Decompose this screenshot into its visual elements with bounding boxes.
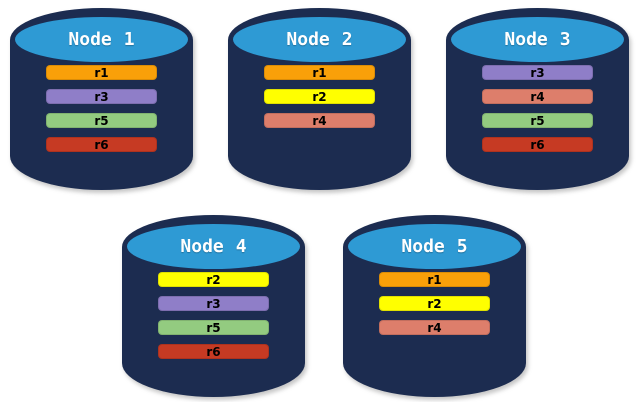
replica-label: r4 bbox=[530, 89, 545, 104]
replica-list: r1 r3 r5 r6 bbox=[46, 65, 157, 161]
replica-label: r6 bbox=[206, 344, 221, 359]
node-title-number: 3 bbox=[559, 28, 571, 50]
replica-list: r1 r2 r4 bbox=[379, 272, 490, 344]
replica-bar-r1: r1 bbox=[264, 65, 375, 80]
replica-label: r5 bbox=[94, 113, 109, 128]
cylinder-top-face: Node 4 bbox=[127, 224, 300, 269]
replica-bar-r1: r1 bbox=[379, 272, 490, 287]
node-title: Node 3 bbox=[504, 28, 571, 50]
replica-label: r3 bbox=[94, 89, 109, 104]
db-node-1: Node 1 r1 r3 r5 r6 bbox=[10, 8, 193, 190]
db-node-4: Node 4 r2 r3 r5 r6 bbox=[122, 215, 305, 397]
node-title-name: Node bbox=[504, 28, 548, 50]
node-title-name: Node bbox=[286, 28, 330, 50]
replica-label: r1 bbox=[427, 272, 442, 287]
cylinder-top-face: Node 3 bbox=[451, 17, 624, 62]
node-title-number: 5 bbox=[456, 235, 468, 257]
cylinder-top-face: Node 1 bbox=[15, 17, 188, 62]
replica-bar-r4: r4 bbox=[482, 89, 593, 104]
db-node-5: Node 5 r1 r2 r4 bbox=[343, 215, 526, 397]
replica-bar-r3: r3 bbox=[482, 65, 593, 80]
node-title-name: Node bbox=[180, 235, 224, 257]
replica-bar-r1: r1 bbox=[46, 65, 157, 80]
replica-list: r2 r3 r5 r6 bbox=[158, 272, 269, 368]
replica-label: r3 bbox=[530, 65, 545, 80]
db-node-2: Node 2 r1 r2 r4 bbox=[228, 8, 411, 190]
replica-label: r4 bbox=[312, 113, 327, 128]
cylinder-top-face: Node 5 bbox=[348, 224, 521, 269]
replica-label: r6 bbox=[94, 137, 109, 152]
node-title-name: Node bbox=[68, 28, 112, 50]
replica-bar-r5: r5 bbox=[482, 113, 593, 128]
node-title-number: 2 bbox=[341, 28, 353, 50]
node-title: Node 1 bbox=[68, 28, 135, 50]
replica-bar-r2: r2 bbox=[264, 89, 375, 104]
node-title-number: 1 bbox=[123, 28, 135, 50]
node-title: Node 2 bbox=[286, 28, 353, 50]
replica-label: r2 bbox=[206, 272, 221, 287]
replica-bar-r2: r2 bbox=[379, 296, 490, 311]
replica-bar-r3: r3 bbox=[158, 296, 269, 311]
node-title-name: Node bbox=[401, 235, 445, 257]
node-title: Node 5 bbox=[401, 235, 468, 257]
replica-label: r5 bbox=[530, 113, 545, 128]
replica-label: r3 bbox=[206, 296, 221, 311]
replica-label: r1 bbox=[94, 65, 109, 80]
replica-bar-r3: r3 bbox=[46, 89, 157, 104]
replica-list: r1 r2 r4 bbox=[264, 65, 375, 137]
replica-bar-r6: r6 bbox=[482, 137, 593, 152]
replica-label: r1 bbox=[312, 65, 327, 80]
node-title: Node 4 bbox=[180, 235, 247, 257]
db-node-3: Node 3 r3 r4 r5 r6 bbox=[446, 8, 629, 190]
replica-bar-r5: r5 bbox=[158, 320, 269, 335]
replica-bar-r6: r6 bbox=[158, 344, 269, 359]
replica-bar-r2: r2 bbox=[158, 272, 269, 287]
replica-label: r5 bbox=[206, 320, 221, 335]
replica-label: r6 bbox=[530, 137, 545, 152]
replica-list: r3 r4 r5 r6 bbox=[482, 65, 593, 161]
replica-bar-r4: r4 bbox=[264, 113, 375, 128]
replica-label: r4 bbox=[427, 320, 442, 335]
replica-bar-r5: r5 bbox=[46, 113, 157, 128]
replica-label: r2 bbox=[427, 296, 442, 311]
replica-bar-r4: r4 bbox=[379, 320, 490, 335]
cylinder-top-face: Node 2 bbox=[233, 17, 406, 62]
node-title-number: 4 bbox=[235, 235, 247, 257]
replica-label: r2 bbox=[312, 89, 327, 104]
replica-bar-r6: r6 bbox=[46, 137, 157, 152]
